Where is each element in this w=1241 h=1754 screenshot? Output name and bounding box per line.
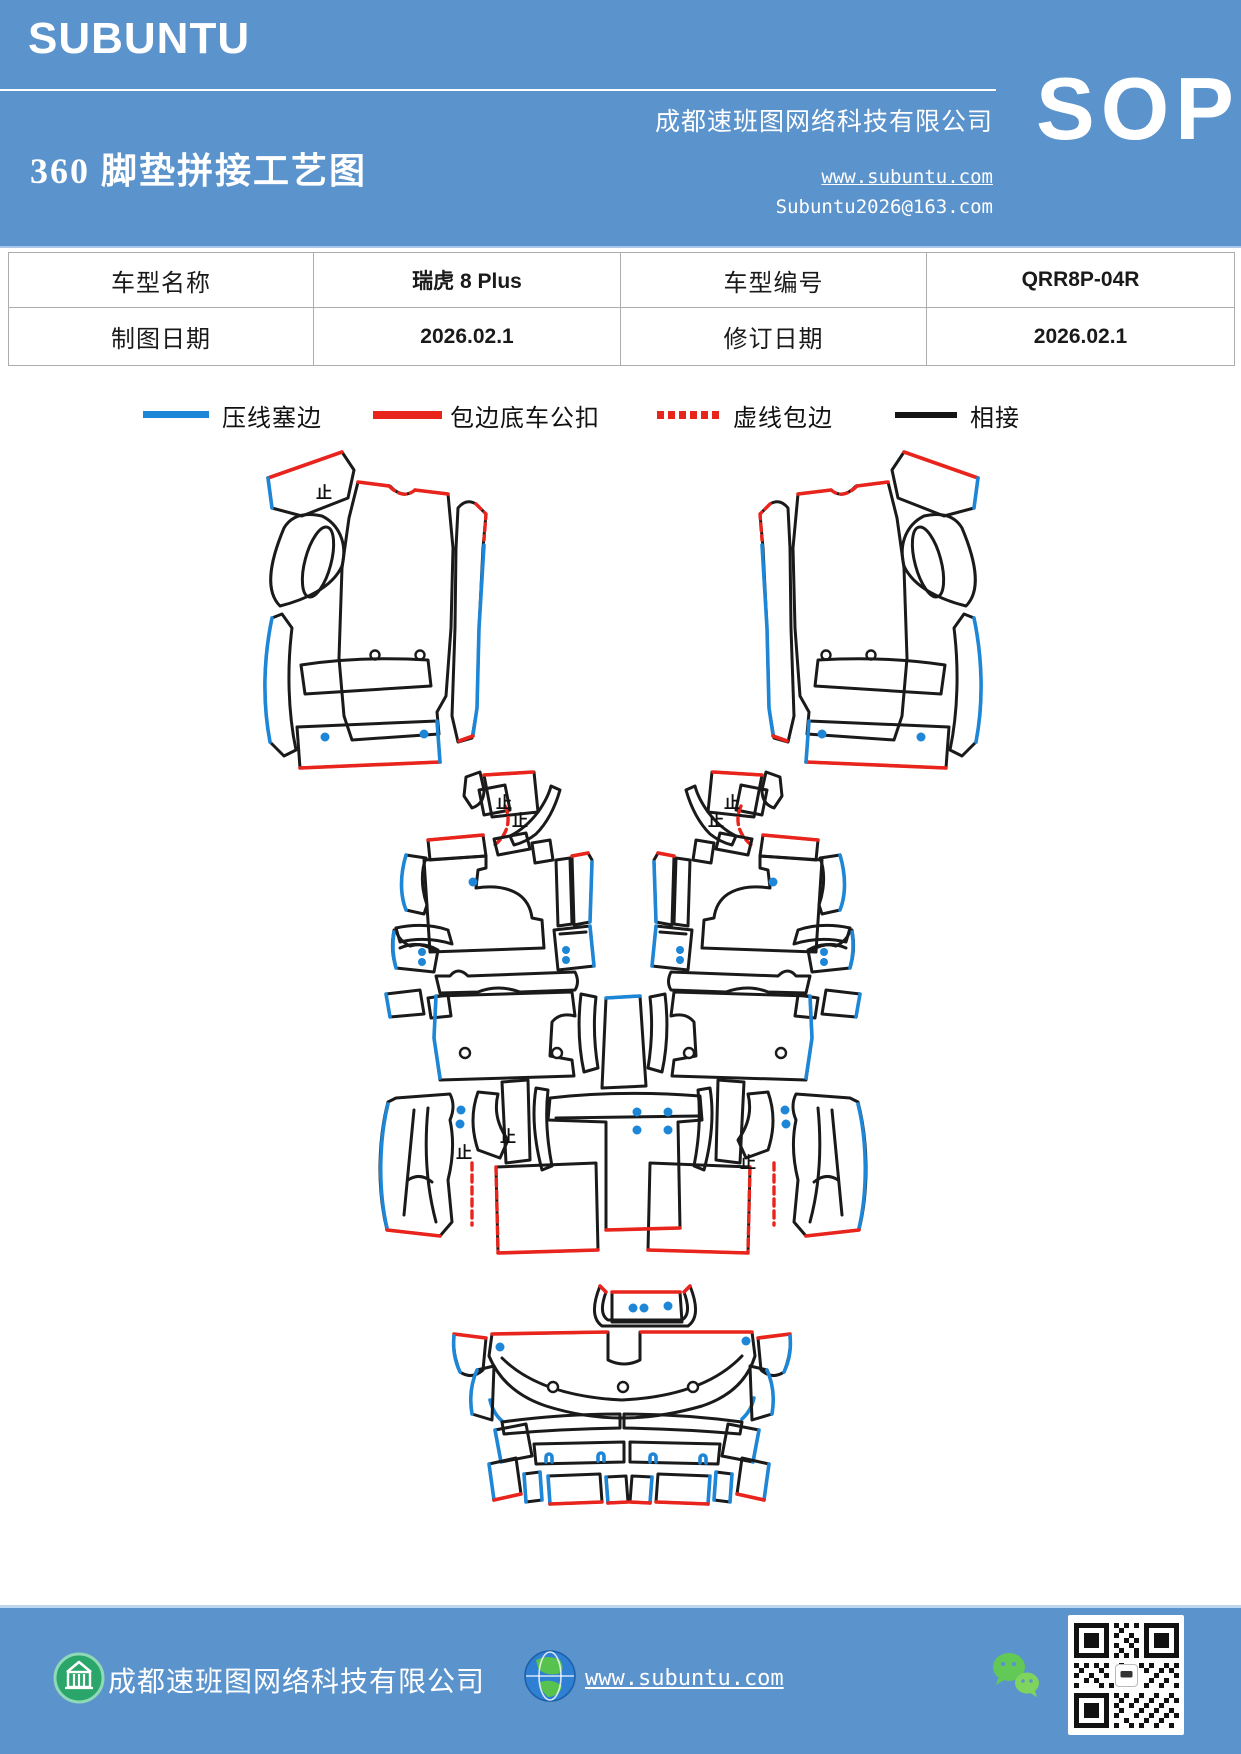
footer-website-link[interactable]: www.subuntu.com [585, 1666, 784, 1691]
table-value-revise-date: 2026.02.1 [927, 308, 1235, 366]
diagram-right-half-mirror [646, 450, 983, 1255]
table-label-draw-date: 制图日期 [9, 308, 314, 366]
header-company-name: 成都速班图网络科技有限公司 [654, 109, 993, 136]
diagram-left-half [263, 450, 600, 1255]
table-label-model-name: 车型名称 [9, 253, 314, 308]
legend-swatch-red-solid [373, 411, 442, 419]
stop-mark: 止 [708, 811, 724, 830]
legend-label-press-edge: 压线塞边 [222, 406, 322, 432]
stop-mark: 止 [500, 1127, 516, 1146]
mat-splicing-diagram: 止 止 止 止 止 止 止 止 [263, 450, 983, 1506]
stop-mark: 止 [740, 1153, 756, 1172]
stop-mark: 止 [724, 793, 740, 812]
stop-marks: 止 止 止 止 止 止 止 止 [316, 483, 756, 1172]
sop-badge: SOP [1036, 59, 1240, 158]
diagram-center-pieces [451, 994, 793, 1506]
legend-swatch-red-dotted [657, 411, 721, 419]
header-divider-line [0, 89, 996, 91]
legend-label-binding-buckle: 包边底车公扣 [450, 406, 600, 432]
table-value-model-name: 瑞虎 8 Plus [314, 253, 621, 308]
table-label-revise-date: 修订日期 [621, 308, 927, 366]
footer-company-name: 成都速班图网络科技有限公司 [108, 1667, 486, 1698]
legend-swatch-blue-solid [143, 411, 209, 418]
stop-mark: 止 [456, 1143, 472, 1162]
footer-banner: 成都速班图网络科技有限公司 www.subuntu.com [0, 1605, 1241, 1754]
legend-swatch-black-solid [895, 412, 957, 418]
qr-code [1068, 1615, 1184, 1735]
header-banner: SUBUNTU 360 脚垫拼接工艺图 成都速班图网络科技有限公司 www.su… [0, 0, 1241, 248]
table-label-model-code: 车型编号 [621, 253, 927, 308]
stop-mark: 止 [496, 793, 512, 812]
table-value-draw-date: 2026.02.1 [314, 308, 621, 366]
brand-logo: SUBUNTU [28, 14, 251, 63]
building-icon [53, 1652, 105, 1704]
legend-label-dashed-binding: 虚线包边 [733, 406, 833, 432]
globe-icon [524, 1650, 576, 1702]
stop-mark: 止 [512, 811, 528, 830]
table-value-model-code: QRR8P-04R [927, 253, 1235, 308]
header-email: Subuntu2026@163.com [775, 196, 993, 218]
header-website-link[interactable]: www.subuntu.com [821, 166, 993, 188]
page-title: 360 脚垫拼接工艺图 [30, 151, 368, 191]
legend-label-join: 相接 [970, 406, 1020, 432]
line-type-legend: 压线塞边 包边底车公扣 虚线包边 相接 [0, 398, 1241, 438]
vehicle-info-table: 车型名称 瑞虎 8 Plus 车型编号 QRR8P-04R 制图日期 2026.… [8, 252, 1235, 366]
stop-mark: 止 [316, 483, 332, 502]
wechat-icon [993, 1653, 1039, 1697]
